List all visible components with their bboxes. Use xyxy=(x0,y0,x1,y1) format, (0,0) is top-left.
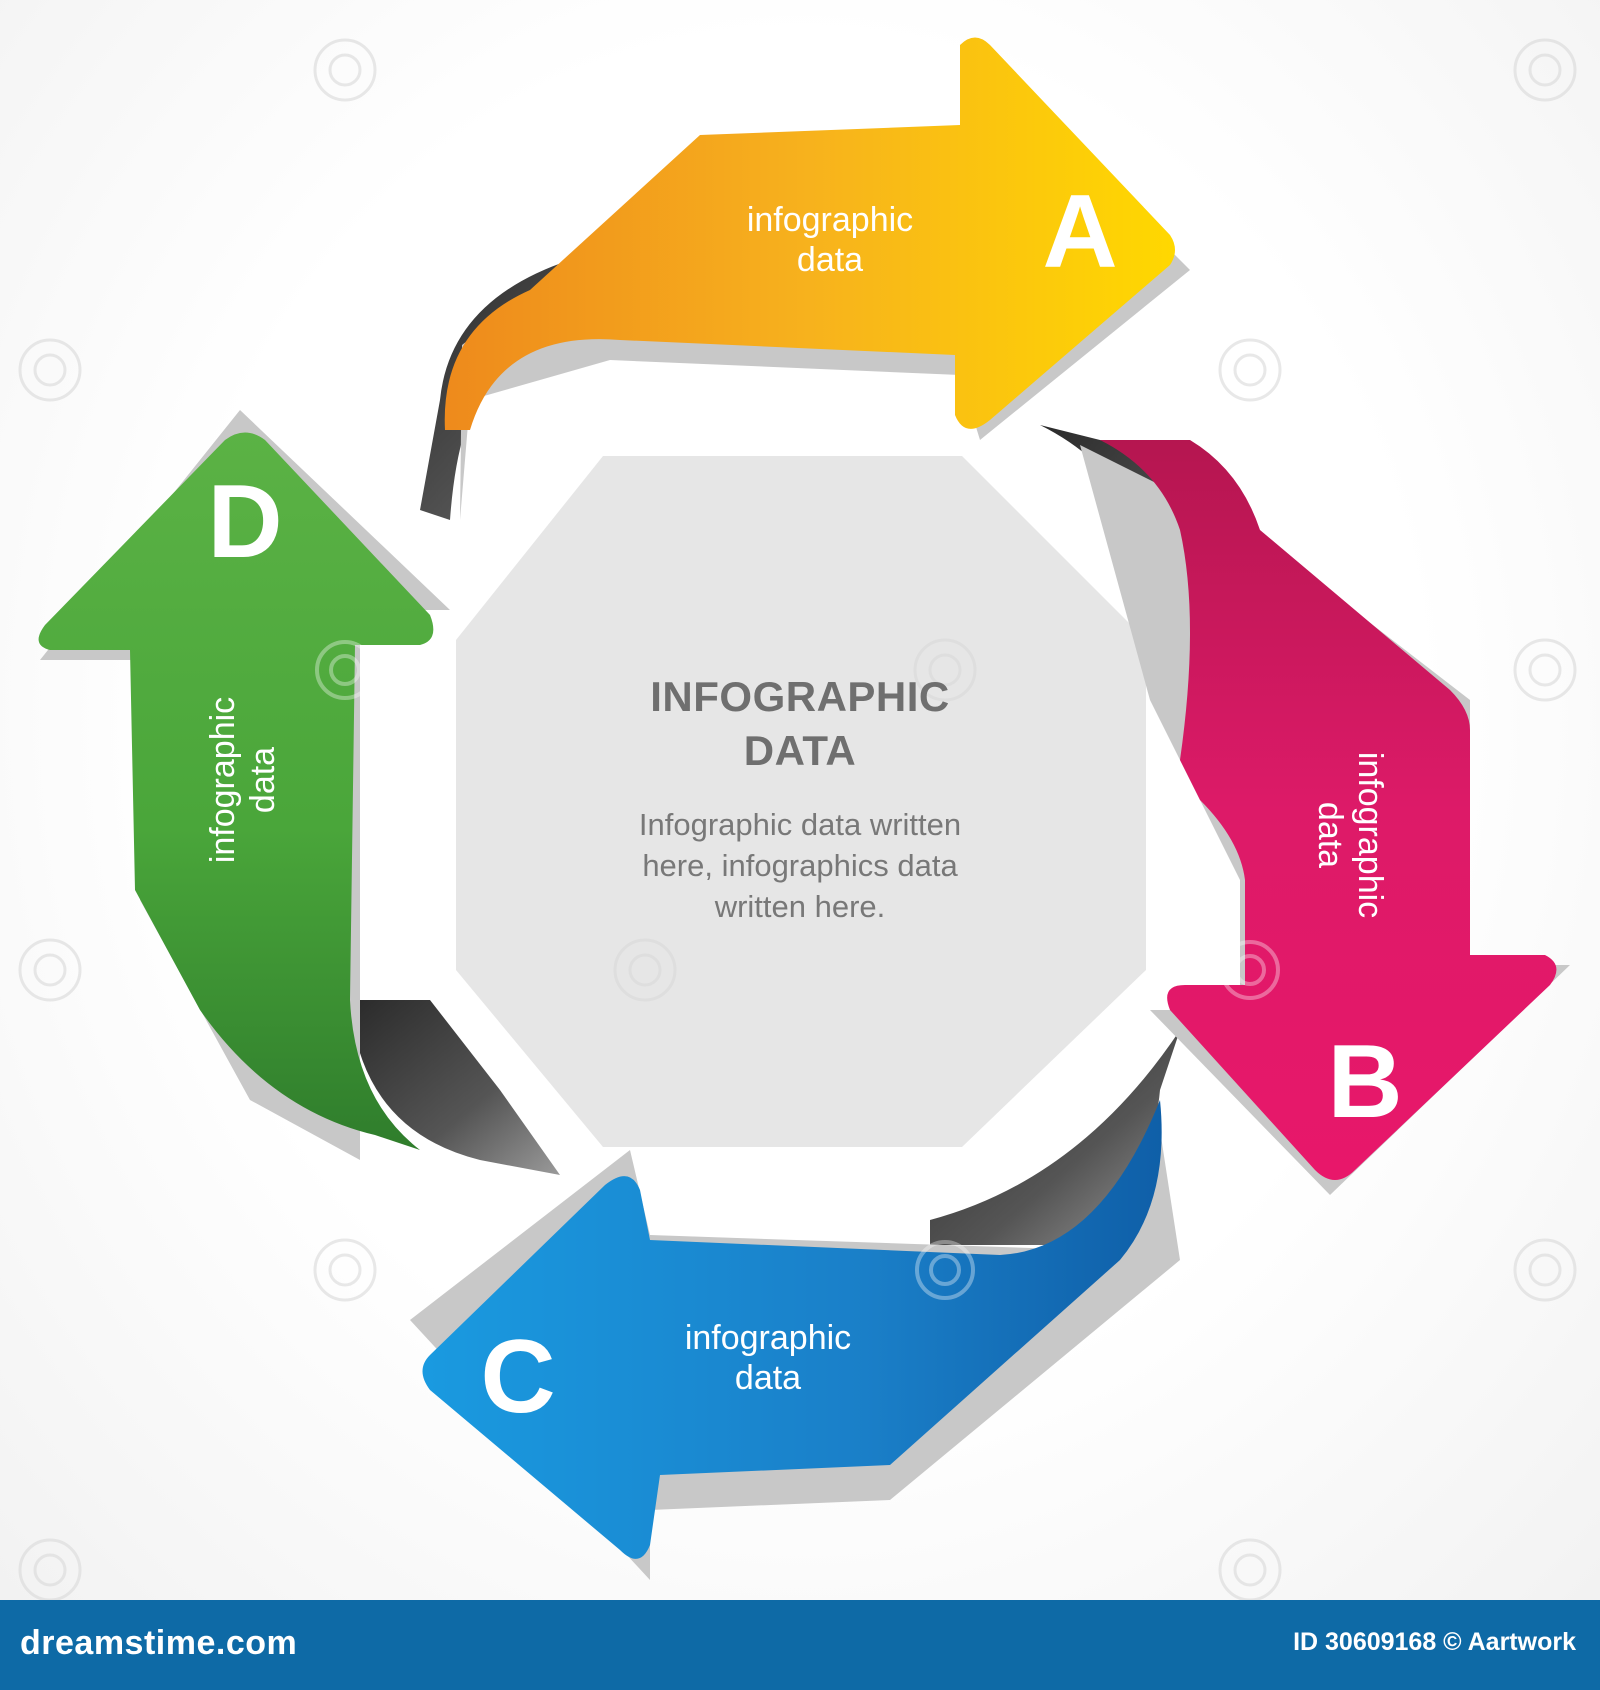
center-description: Infographic data written here, infograph… xyxy=(575,804,1025,927)
watermarks xyxy=(315,640,1280,1300)
arrow-b xyxy=(1100,440,1557,1180)
arrow-a-letter: A xyxy=(1042,174,1118,290)
footer-site-name: dreamstime.com xyxy=(20,1624,298,1662)
center-title: INFOGRAPHIC DATA xyxy=(520,670,1080,778)
arrow-a xyxy=(444,37,1176,430)
arrow-d-letter: D xyxy=(207,464,283,580)
center-title-line1: INFOGRAPHIC xyxy=(650,673,950,720)
center-body-line2: here, infographics data xyxy=(642,848,958,883)
arrow-d-label-line1: infographic xyxy=(204,696,242,864)
arrow-d-label-line2: data xyxy=(244,746,282,814)
arrow-d-label: infographic data xyxy=(203,680,283,880)
arrow-c-letter: C xyxy=(480,1319,556,1435)
arrow-a-label-line2: data xyxy=(796,241,864,279)
stock-footer-bar: dreamstime.com ID 30609168 © Aartwork xyxy=(0,1600,1600,1690)
arrow-a-label: infographic data xyxy=(730,200,930,280)
center-octagon xyxy=(456,456,1146,1147)
arrow-c xyxy=(422,1100,1162,1559)
arrow-a-label-line1: infographic xyxy=(746,201,914,239)
arrow-c-label: infographic data xyxy=(668,1318,868,1398)
fold-c-d xyxy=(350,1000,560,1175)
center-title-line2: DATA xyxy=(743,727,857,774)
cycle-diagram xyxy=(18,37,1577,1600)
infographic-canvas: INFOGRAPHIC DATA Infographic data writte… xyxy=(0,0,1600,1600)
arrow-c-label-line2: data xyxy=(734,1359,802,1397)
arrow-b-label-line1: infographic xyxy=(1351,751,1389,919)
arrow-d xyxy=(38,432,434,1150)
footer-image-id: ID 30609168 © Aartwork xyxy=(1293,1628,1576,1656)
arrow-b-label: infographic data xyxy=(1310,735,1390,935)
center-body-line1: Infographic data written xyxy=(638,807,962,842)
arrow-b-letter: B xyxy=(1327,1024,1403,1140)
arrow-c-label-line1: infographic xyxy=(684,1319,852,1357)
watermarks-bg xyxy=(18,38,1577,1600)
center-body-line3: written here. xyxy=(714,889,886,924)
arrow-b-label-line2: data xyxy=(1311,801,1349,869)
